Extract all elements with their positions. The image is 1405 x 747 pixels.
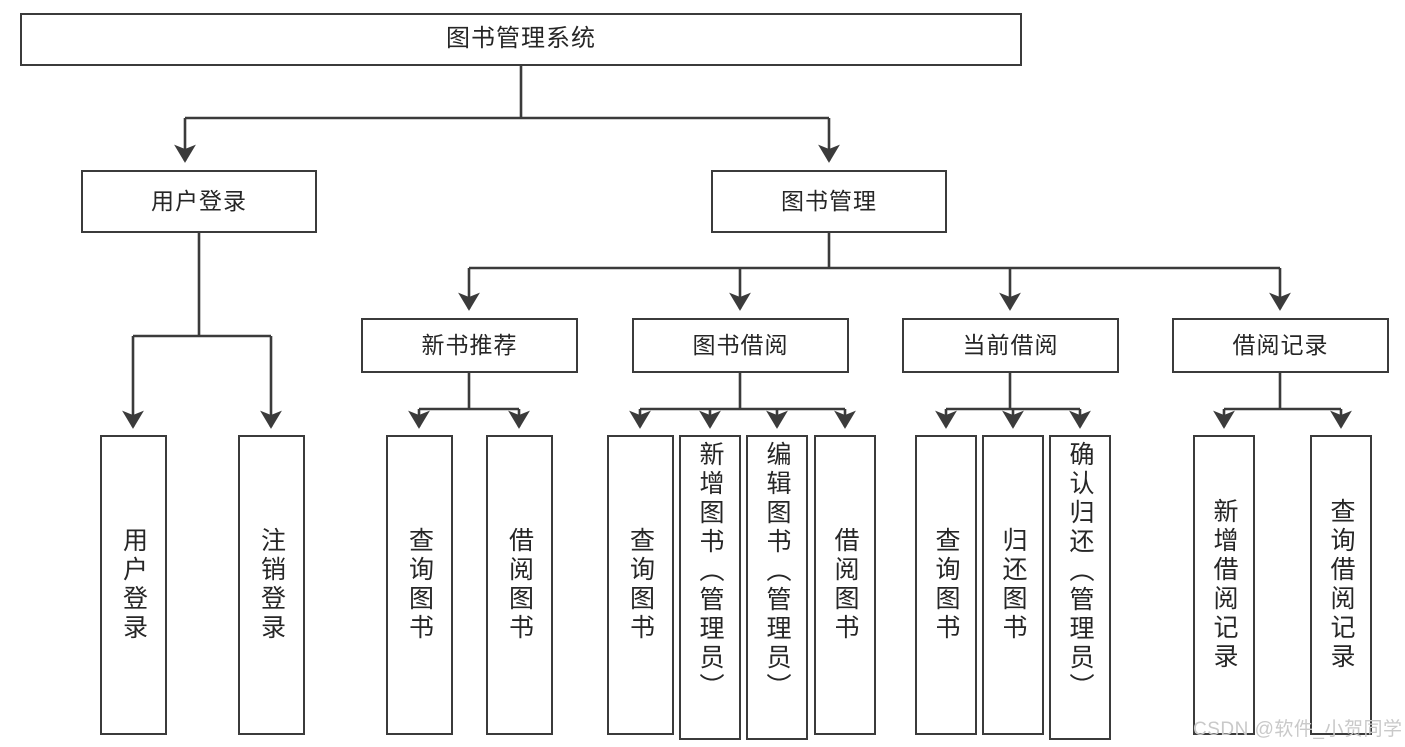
- node-book-management[interactable]: 图书管理: [711, 170, 947, 233]
- leaf-edit-book-admin[interactable]: 编辑图书（管理员）: [746, 435, 808, 740]
- leaf-borrow-book[interactable]: 借阅图书: [814, 435, 876, 735]
- leaf-query-borrow-record[interactable]: 查询借阅记录: [1310, 435, 1372, 735]
- node-current-borrowing[interactable]: 当前借阅: [902, 318, 1119, 373]
- leaf-add-borrow-record[interactable]: 新增借阅记录: [1193, 435, 1255, 735]
- node-book-borrowing[interactable]: 图书借阅: [632, 318, 849, 373]
- leaf-confirm-return-admin[interactable]: 确认归还（管理员）: [1049, 435, 1111, 740]
- leaf-logout[interactable]: 注销登录: [238, 435, 305, 735]
- node-user-login[interactable]: 用户登录: [81, 170, 317, 233]
- csdn-watermark: CSDN @软件_小贺同学: [1193, 719, 1403, 740]
- leaf-query-book-borrow[interactable]: 查询图书: [607, 435, 674, 735]
- leaf-borrow-book-rec[interactable]: 借阅图书: [486, 435, 553, 735]
- leaf-user-login[interactable]: 用户登录: [100, 435, 167, 735]
- node-new-book-recommendation[interactable]: 新书推荐: [361, 318, 578, 373]
- node-borrowing-record[interactable]: 借阅记录: [1172, 318, 1389, 373]
- leaf-add-book-admin[interactable]: 新增图书（管理员）: [679, 435, 741, 740]
- leaf-query-book-current[interactable]: 查询图书: [915, 435, 977, 735]
- leaf-query-book-rec[interactable]: 查询图书: [386, 435, 453, 735]
- node-root-system[interactable]: 图书管理系统: [20, 13, 1022, 66]
- leaf-return-book[interactable]: 归还图书: [982, 435, 1044, 735]
